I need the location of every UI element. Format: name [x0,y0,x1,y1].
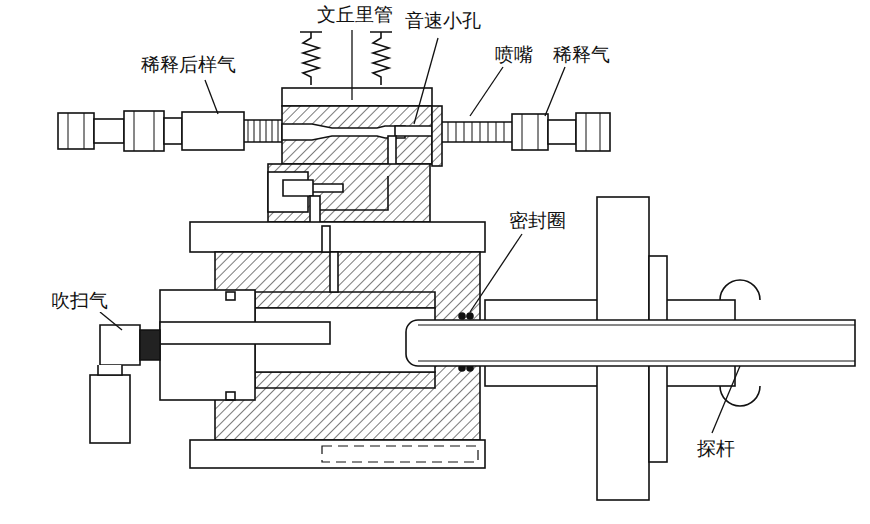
part-label: 吹扫气 [50,290,109,312]
part-label: 文丘里管 [316,4,394,26]
spring [300,32,392,85]
part-label: 稀释后样气 [140,54,237,76]
part-label: 喷嘴 [494,44,534,66]
part-label: 音速小孔 [404,10,482,32]
leader-line [100,30,740,433]
part-label: 探杆 [696,438,736,460]
part-label: 稀释气 [552,44,611,66]
part-label: 密封圈 [508,210,567,232]
